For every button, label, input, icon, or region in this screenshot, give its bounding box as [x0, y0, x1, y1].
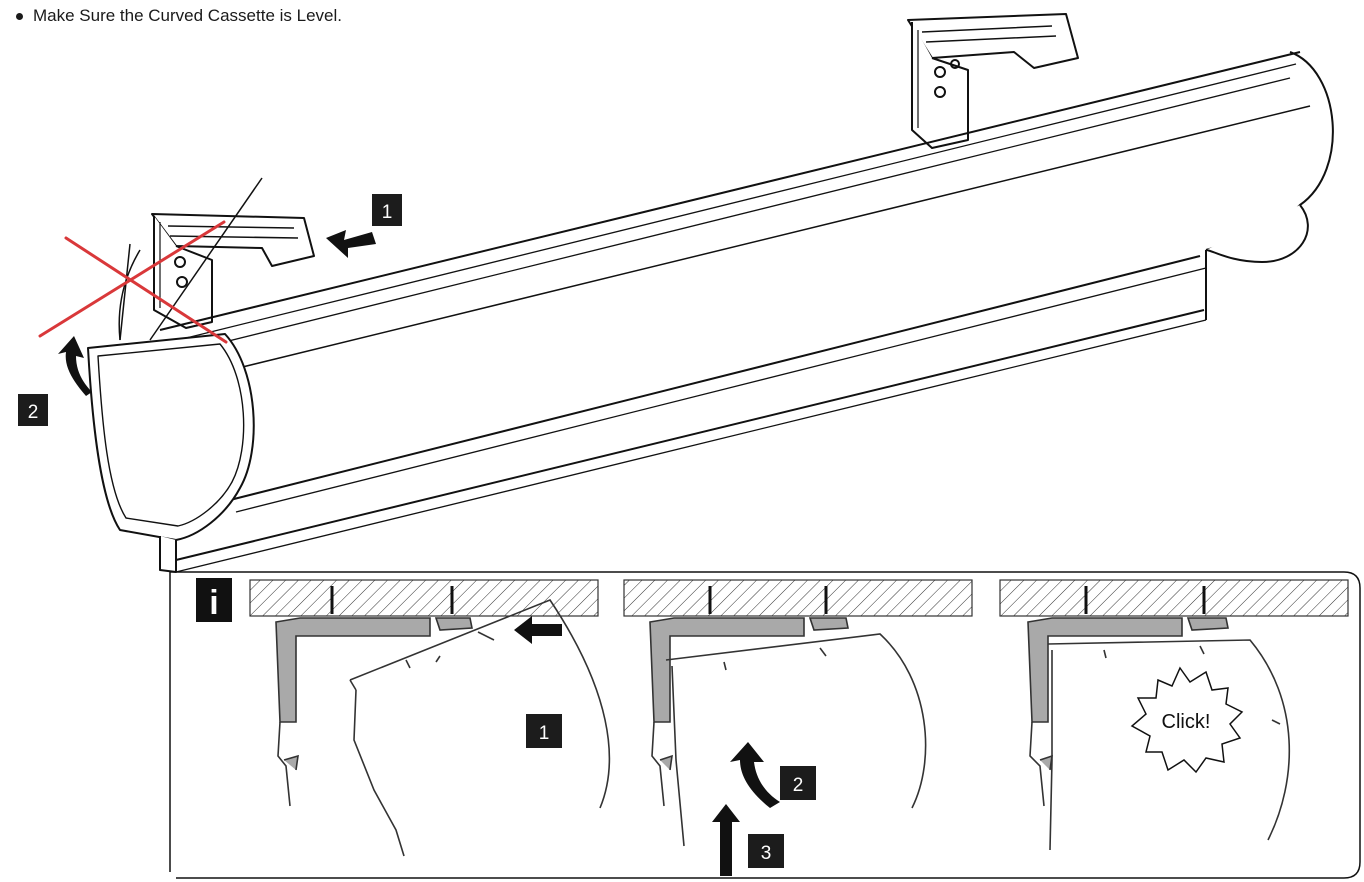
instruction-text: Make Sure the Curved Cassette is Level. — [33, 6, 342, 25]
svg-text:2: 2 — [28, 402, 39, 423]
svg-text:i: i — [209, 584, 218, 622]
click-callout: Click! — [1130, 666, 1244, 774]
red-cross-mark — [38, 220, 228, 344]
arrow-push-left — [326, 230, 376, 258]
cassette-main-view — [87, 13, 1334, 573]
detail-panel-1 — [275, 599, 611, 857]
detail-panel-2 — [649, 617, 927, 847]
bracket-left — [151, 213, 315, 329]
panel-2-step-label-2: 2 — [780, 766, 816, 800]
svg-text:1: 1 — [539, 723, 550, 744]
info-panel: i — [169, 571, 1361, 879]
panel-2-arrow-curved — [730, 742, 780, 808]
screws — [330, 586, 1206, 614]
detail-panel-3 — [1027, 617, 1291, 851]
panel-1-step-label-1: 1 — [526, 714, 562, 748]
ceiling-strips — [249, 579, 1349, 617]
bracket-right — [907, 13, 1079, 149]
info-icon — [196, 578, 232, 622]
svg-text:1: 1 — [382, 202, 393, 223]
main-step-label-2: 2 — [18, 394, 48, 426]
cable-wires — [118, 177, 263, 341]
bullet-dot — [16, 12, 23, 20]
svg-text:Click!: Click! — [1162, 711, 1211, 733]
svg-text:3: 3 — [761, 843, 772, 864]
panel-1-arrow-left — [514, 616, 562, 644]
svg-text:2: 2 — [793, 775, 804, 796]
panel-2-arrow-up — [712, 804, 740, 876]
main-step-label-1: 1 — [372, 194, 402, 226]
cassette-body — [87, 51, 1334, 573]
arrow-curved-up — [58, 336, 92, 396]
instruction-bullet: Make Sure the Curved Cassette is Level. — [16, 6, 342, 26]
panel-2-step-label-3: 3 — [748, 834, 784, 868]
